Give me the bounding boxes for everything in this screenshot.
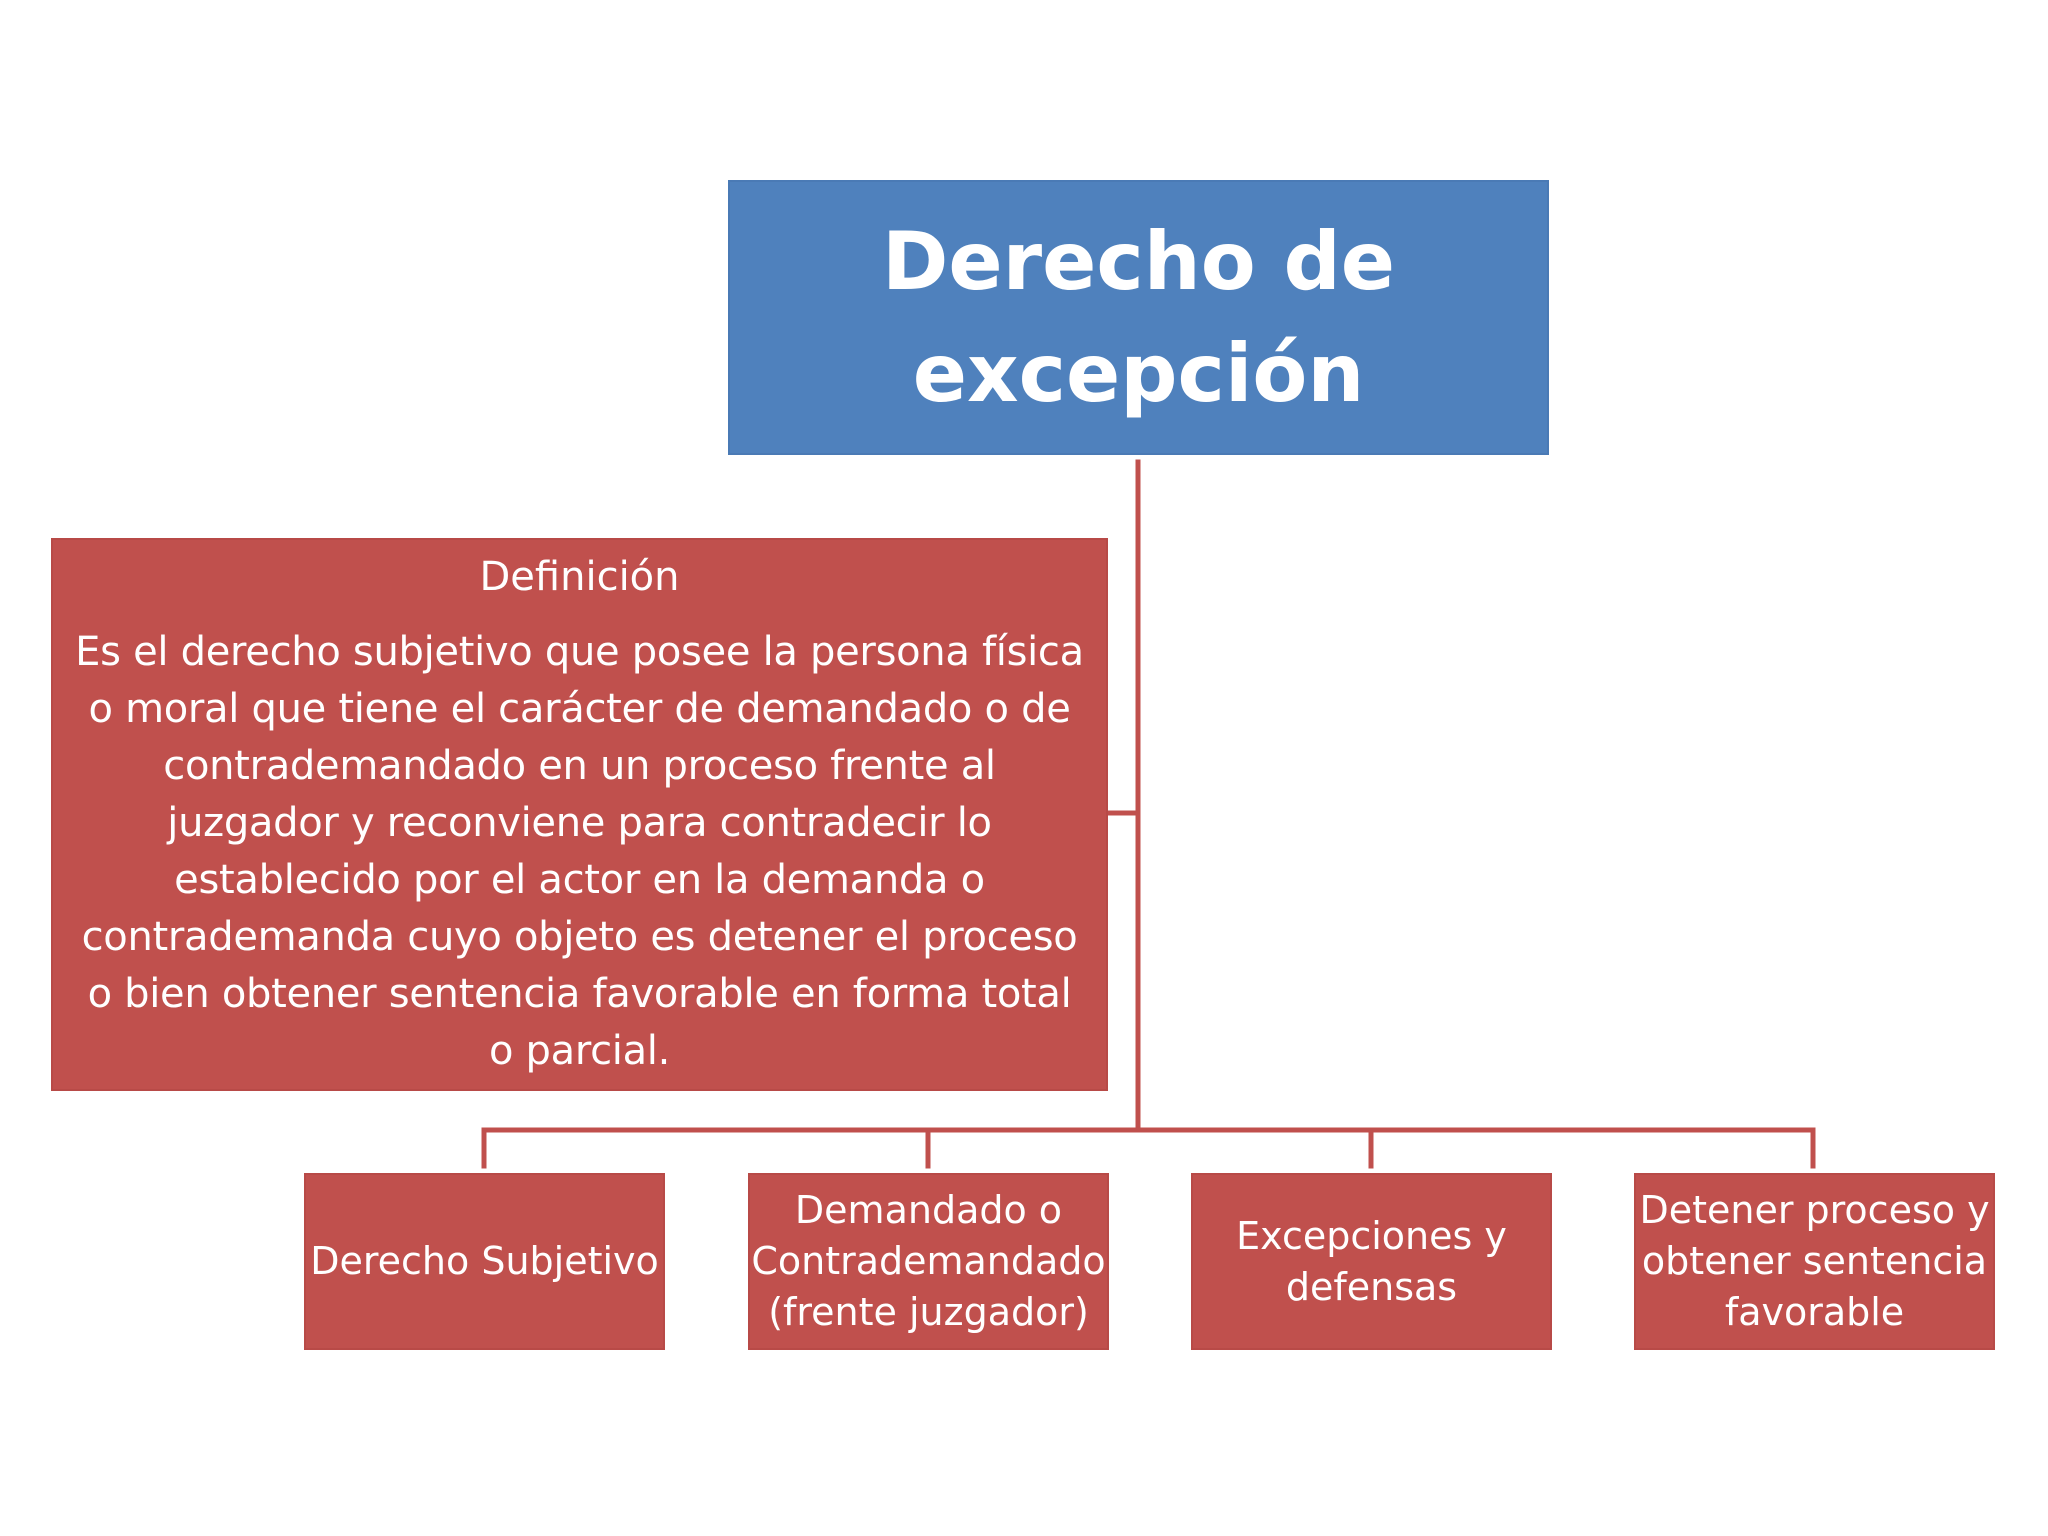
leaf-label-line: Derecho Subjetivo bbox=[310, 1239, 659, 1283]
leaf-node-demandado: Demandado o Contrademandado (frente juzg… bbox=[748, 1173, 1109, 1350]
root-node: Derecho de excepción bbox=[728, 180, 1549, 455]
definition-line: o bien obtener sentencia favorable en fo… bbox=[87, 971, 1072, 1017]
leaf-node-excepciones: Excepciones y defensas bbox=[1191, 1173, 1552, 1350]
leaf-node-derecho-subjetivo: Derecho Subjetivo bbox=[304, 1173, 665, 1350]
leaf-node-detener-proceso: Detener proceso y obtener sentencia favo… bbox=[1634, 1173, 1995, 1350]
definition-line: establecido por el actor en la demanda o bbox=[174, 857, 985, 903]
leaf-label-line: Detener proceso y bbox=[1639, 1188, 1990, 1232]
leaf-label-line: Contrademandado bbox=[751, 1239, 1106, 1283]
leaf-label-line: Excepciones y bbox=[1236, 1213, 1507, 1258]
definition-line: contrademanda cuyo objeto es detener el … bbox=[81, 914, 1078, 960]
leaf-label-line: (frente juzgador) bbox=[768, 1290, 1089, 1334]
definition-line: o moral que tiene el carácter de demanda… bbox=[88, 686, 1071, 732]
leaf-label-line: obtener sentencia bbox=[1641, 1239, 1988, 1283]
leaf-label-line: favorable bbox=[1724, 1290, 1905, 1334]
definition-line: Es el derecho subjetivo que posee la per… bbox=[75, 629, 1084, 675]
root-node-title: Derecho de excepción bbox=[881, 214, 1396, 420]
definition-line: juzgador y reconviene para contradecir l… bbox=[167, 800, 992, 846]
definition-body: Es el derecho subjetivo que posee la per… bbox=[51, 624, 1108, 1080]
definition-line: contrademandado en un proceso frente al bbox=[163, 743, 996, 789]
definition-heading: Definición bbox=[479, 554, 680, 600]
definition-line: o parcial. bbox=[488, 1028, 671, 1074]
leaf-label-line: Demandado o bbox=[794, 1188, 1063, 1232]
definition-node: Definición Es el derecho subjetivo que p… bbox=[51, 538, 1108, 1091]
leaf-label-line: defensas bbox=[1285, 1264, 1458, 1309]
